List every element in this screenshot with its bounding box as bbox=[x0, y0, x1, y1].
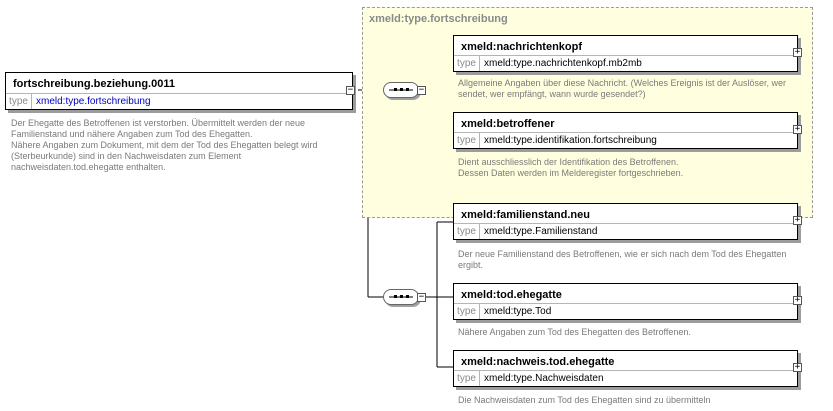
sequence-compositor-icon bbox=[389, 88, 413, 91]
root-element-name: fortschreibung.beziehung.0011 bbox=[13, 78, 175, 90]
root-type-label: type bbox=[6, 94, 32, 109]
element-type-label: type bbox=[454, 224, 480, 239]
expand-toggle-betroffener[interactable]: + bbox=[793, 125, 802, 134]
element-type-label: type bbox=[454, 371, 480, 386]
element-name: xmeld:nachrichtenkopf bbox=[461, 41, 583, 53]
expand-toggle-familienstand-neu[interactable]: + bbox=[793, 216, 802, 225]
element-type-value[interactable]: xmeld:type.nachrichtenkopf.mb2mb bbox=[484, 58, 642, 69]
minus-icon: − bbox=[418, 85, 425, 95]
element-type-label: type bbox=[454, 304, 480, 319]
element-name: xmeld:betroffener bbox=[461, 118, 555, 130]
root-description: Der Ehegatte des Betroffenen ist verstor… bbox=[11, 118, 318, 172]
element-box-tod-ehegatte[interactable]: xmeld:tod.ehegatte type xmeld:type.Tod bbox=[453, 283, 798, 320]
element-box-betroffener[interactable]: xmeld:betroffener type xmeld:type.identi… bbox=[453, 112, 798, 149]
sequence-compositor-2[interactable] bbox=[383, 289, 419, 305]
minus-icon: − bbox=[418, 292, 425, 302]
expand-toggle-nachrichtenkopf[interactable]: + bbox=[793, 48, 802, 57]
element-description-familienstand-neu: Der neue Familienstand des Betroffenen, … bbox=[458, 249, 787, 270]
sequence-compositor-icon bbox=[389, 295, 413, 298]
minus-icon: − bbox=[347, 85, 354, 95]
element-type-value[interactable]: xmeld:type.identifikation.fortschreibung bbox=[484, 135, 657, 146]
element-description-tod-ehegatte: Nähere Angaben zum Tod des Ehegatten des… bbox=[458, 327, 691, 337]
element-type-value[interactable]: xmeld:type.Tod bbox=[484, 306, 552, 317]
sequence-compositor-1[interactable] bbox=[383, 82, 419, 98]
sequence-2-collapse-toggle[interactable]: − bbox=[417, 293, 426, 302]
element-type-row: type xmeld:type.Tod bbox=[454, 303, 797, 319]
element-type-value[interactable]: xmeld:type.Familienstand bbox=[484, 226, 598, 237]
element-description-nachweis-tod-ehegatte: Die Nachweisdaten zum Tod des Ehegatten … bbox=[458, 395, 711, 405]
element-description-nachrichtenkopf: Allgemeine Angaben über diese Nachricht.… bbox=[458, 78, 787, 99]
plus-icon: + bbox=[794, 47, 801, 57]
element-description-betroffener: Dient ausschliesslich der Identifikation… bbox=[458, 157, 684, 178]
sequence-1-collapse-toggle[interactable]: − bbox=[417, 86, 426, 95]
element-type-label: type bbox=[454, 133, 480, 148]
element-type-row: type xmeld:type.identifikation.fortschre… bbox=[454, 132, 797, 148]
element-name: xmeld:familienstand.neu bbox=[461, 209, 590, 221]
element-type-label: type bbox=[454, 56, 480, 71]
root-collapse-toggle[interactable]: − bbox=[346, 86, 355, 95]
element-type-value[interactable]: xmeld:type.Nachweisdaten bbox=[484, 373, 604, 384]
expand-toggle-tod-ehegatte[interactable]: + bbox=[793, 296, 802, 305]
element-name: xmeld:nachweis.tod.ehegatte bbox=[461, 356, 615, 368]
plus-icon: + bbox=[794, 124, 801, 134]
element-box-nachweis-tod-ehegatte[interactable]: xmeld:nachweis.tod.ehegatte type xmeld:t… bbox=[453, 350, 798, 387]
element-type-row: type xmeld:type.nachrichtenkopf.mb2mb bbox=[454, 55, 797, 71]
element-name: xmeld:tod.ehegatte bbox=[461, 289, 562, 301]
root-element-box[interactable]: fortschreibung.beziehung.0011 type xmeld… bbox=[5, 72, 353, 110]
element-type-row: type xmeld:type.Nachweisdaten bbox=[454, 370, 797, 386]
plus-icon: + bbox=[794, 362, 801, 372]
plus-icon: + bbox=[794, 295, 801, 305]
element-box-familienstand-neu[interactable]: xmeld:familienstand.neu type xmeld:type.… bbox=[453, 203, 798, 240]
expand-toggle-nachweis-tod-ehegatte[interactable]: + bbox=[793, 363, 802, 372]
element-box-nachrichtenkopf[interactable]: xmeld:nachrichtenkopf type xmeld:type.na… bbox=[453, 35, 798, 72]
type-group-title: xmeld:type.fortschreibung bbox=[369, 13, 508, 25]
plus-icon: + bbox=[794, 215, 801, 225]
root-type-value[interactable]: xmeld:type.fortschreibung bbox=[36, 96, 151, 107]
root-type-row: type xmeld:type.fortschreibung bbox=[6, 93, 352, 109]
element-type-row: type xmeld:type.Familienstand bbox=[454, 223, 797, 239]
